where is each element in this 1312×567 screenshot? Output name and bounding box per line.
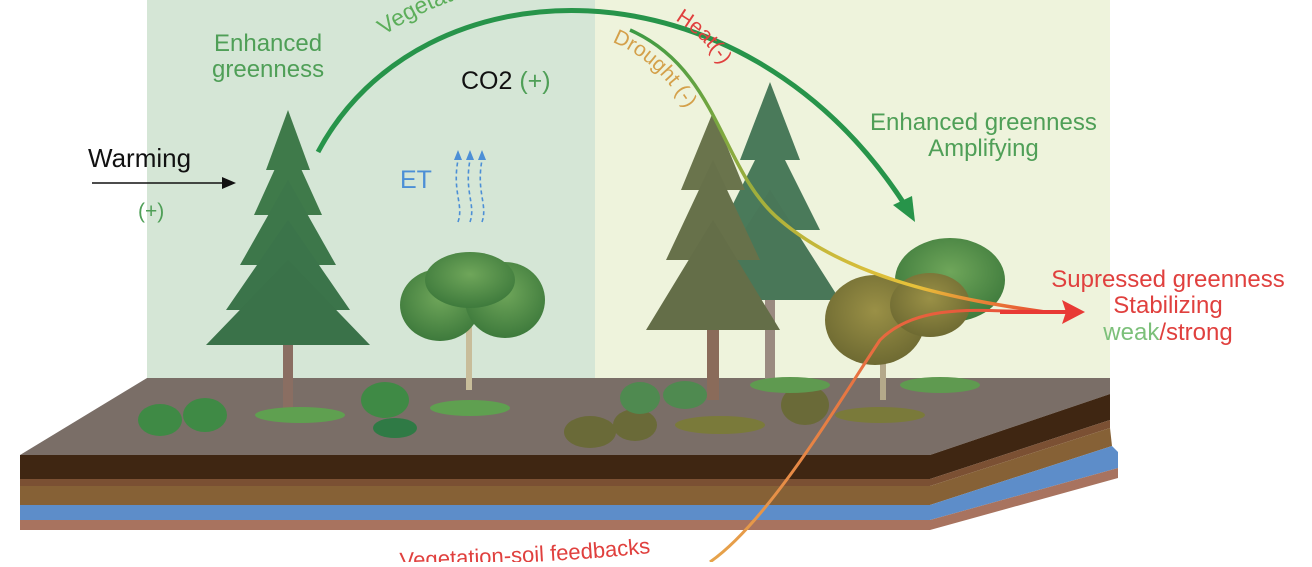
background-panels [147,0,1110,380]
soil-layer-mid [20,479,930,486]
right-arrow-icon [92,177,236,189]
warming-label: Warming [88,143,192,173]
soil-layer-water [20,505,930,520]
conifer-trees-right [646,82,840,400]
feedback-arrow [709,308,1046,564]
warming-sign: (+) [138,200,165,223]
co2-label: CO2 (+) [461,67,551,96]
suppressed-arrowhead [1000,300,1085,324]
et-label: ET [400,166,432,194]
weak-text: weak [1103,318,1160,346]
enhanced-greenness-left-label: Enhanced greenness [212,30,325,84]
soil-layer-clay [20,520,930,530]
et-arrowheads [454,150,486,160]
enhanced-line: Enhanced [213,30,323,57]
soil-layer-ochre [20,486,930,505]
vegetation-soil-feedbacks-label: Vegetation-soil feedbacks [399,533,651,562]
broadleaf-tree-left [400,252,545,390]
co2-text: CO2 [461,67,513,95]
strong-text: /strong [1159,318,1233,346]
soil-block [20,378,1118,530]
conifer-tree-left [206,110,370,412]
stabilizing-line: Stabilizing [1113,292,1223,320]
soil-layer-dark [20,455,930,479]
weak-strong-line: weak/strong [1028,318,1308,346]
suppressed-greenness-label: Supressed greenness Stabilizing weak/str… [1028,266,1308,346]
enhanced-greenness-line: Enhanced greenness [870,109,1097,136]
ground-vegetation [138,377,980,448]
stress-arrow [629,28,1046,314]
suppressed-greenness-line: Supressed greenness [1051,266,1285,293]
vegetation-effect-arrow [315,8,908,207]
greenness-line: greenness [212,56,325,84]
amplifying-line: Amplifying [928,135,1039,163]
curved-arrow-icon [315,8,915,222]
co2-sign: (+) [519,67,551,95]
enhanced-greenness-right-label: Enhanced greenness Amplifying [870,109,1097,163]
